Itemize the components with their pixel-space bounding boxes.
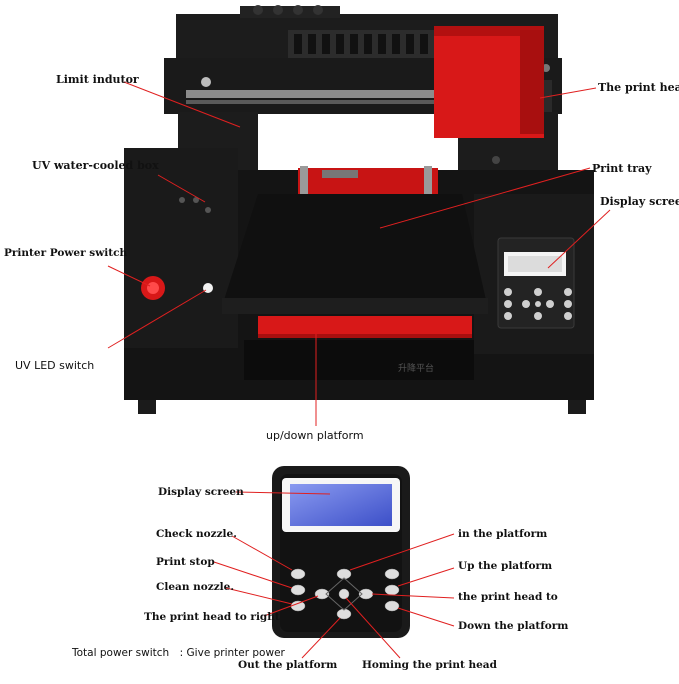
out-platform-key — [336, 608, 352, 620]
printer-arrows — [107, 81, 611, 426]
control-panel-detail — [272, 466, 410, 638]
label-homing-print-head: Homing the print head — [362, 659, 497, 671]
printer-foot-right — [568, 400, 586, 414]
panel-arrows — [213, 491, 455, 659]
down-platform-key — [384, 600, 400, 612]
uv-water-cooled-box — [124, 148, 238, 348]
head-left-key — [314, 588, 330, 600]
platform-recess — [244, 340, 474, 380]
print-tray-edge — [222, 298, 488, 314]
label-print-head-to-left: the print head to — [458, 591, 558, 603]
label-up-the-platform: Up the platform — [458, 560, 553, 572]
label-platform-chinese: 升降平台 — [398, 364, 435, 374]
label-up-down-platform: up/down platform — [266, 429, 364, 442]
homing-key — [338, 588, 350, 600]
uv-led-switch — [203, 283, 213, 293]
print-bed-red — [298, 168, 438, 194]
guide-rail — [186, 90, 448, 98]
label-panel-display-screen: Display screen — [158, 486, 244, 498]
ink-cartridges — [288, 30, 438, 58]
panel-display-screen — [290, 484, 392, 526]
clean-nozzle-key — [290, 600, 306, 612]
label-print-stop: Print stop — [156, 556, 215, 568]
label-down-the-platform: Down the platform — [458, 620, 569, 632]
label-uv-water-cooled-box: UV water-cooled box — [32, 159, 159, 172]
printer — [124, 5, 594, 414]
in-platform-key — [336, 568, 352, 580]
label-print-tray: Print tray — [592, 162, 652, 175]
label-uv-led-switch: UV LED switch — [15, 359, 95, 372]
print-tray — [224, 194, 486, 300]
up-down-platform — [258, 316, 472, 338]
label-limit-inductor-text: Limit indutor — [56, 73, 139, 86]
up-platform-key — [384, 568, 400, 580]
label-print-head-to-right: The print head to right — [144, 611, 280, 623]
mini-keypad — [504, 288, 572, 320]
label-clean-nozzle: Clean nozzle. — [156, 581, 235, 593]
label-in-the-platform: in the platform — [458, 528, 548, 540]
label-print-head: The print head — [598, 81, 679, 94]
head-right-key — [358, 588, 374, 600]
panel-keypad — [290, 568, 400, 620]
printer-foot-left — [138, 400, 156, 414]
label-display-screen-top: Display screen — [600, 195, 679, 208]
label-out-the-platform: Out the platform — [238, 659, 338, 671]
label-printer-power-switch: Printer Power switch — [4, 247, 128, 259]
print-stop-key — [290, 584, 306, 596]
label-check-nozzle: Check nozzle. — [156, 528, 237, 540]
label-limit-inductor: Limit indutor — [56, 74, 139, 85]
label-total-power-switch: Total power switch : Give printer power — [72, 647, 285, 659]
check-nozzle-key — [290, 568, 306, 580]
right-col-key — [384, 584, 400, 596]
